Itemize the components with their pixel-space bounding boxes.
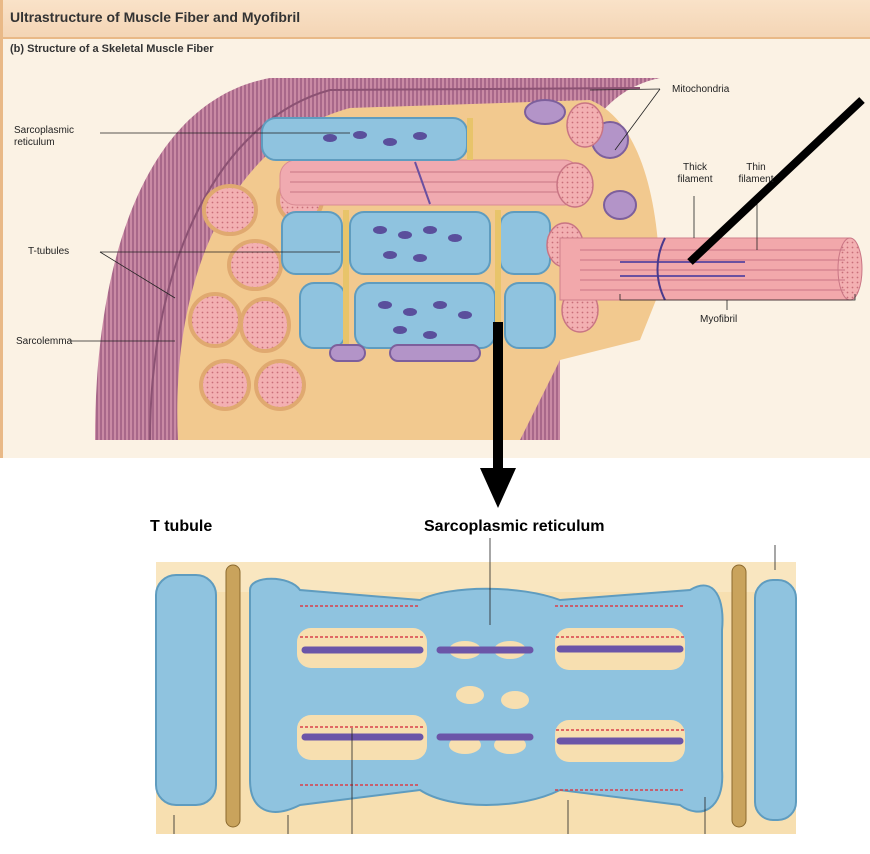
- label-myofibril: Myofibril: [700, 314, 738, 325]
- label-t-tubule: T tubule: [150, 518, 213, 535]
- mitochondria: [329, 99, 637, 362]
- pointer-line: [687, 97, 865, 265]
- label-thin-filament: Thin filament: [738, 162, 774, 185]
- sr-detail: [155, 538, 797, 834]
- down-arrow-icon: [480, 322, 516, 508]
- label-thick-filament: Thick filament: [677, 162, 713, 185]
- page-subtitle: (b) Structure of a Skeletal Muscle Fiber: [10, 43, 214, 55]
- label-sarcoplasmic-reticulum-detail: Sarcoplasmic reticulum: [424, 518, 605, 535]
- top-leader-lines: [70, 88, 856, 342]
- page-title: Ultrastructure of Muscle Fiber and Myofi…: [10, 9, 301, 25]
- label-mitochondria: Mitochondria: [672, 84, 730, 95]
- sr-holes: [323, 131, 472, 339]
- label-t-tubules: T-tubules: [28, 246, 70, 257]
- myofibril-longitudinal: [279, 159, 581, 206]
- label-sarcoplasmic-reticulum: Sarcoplasmic reticulum: [14, 125, 75, 148]
- title-bar: Ultrastructure of Muscle Fiber and Myofi…: [0, 0, 870, 39]
- panel-border: [0, 0, 3, 458]
- label-sarcolemma: Sarcolemma: [16, 336, 73, 347]
